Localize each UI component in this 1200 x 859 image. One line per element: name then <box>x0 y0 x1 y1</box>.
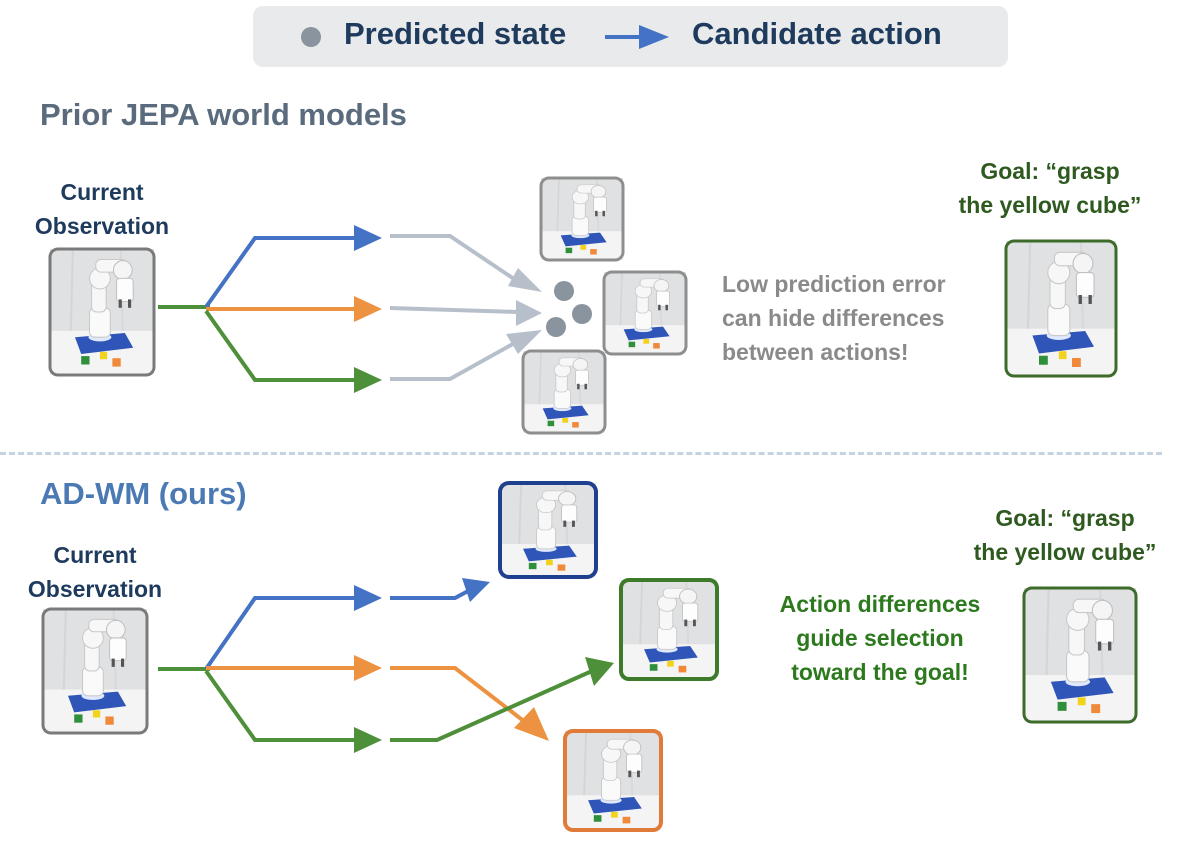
top-blue-action-line <box>204 236 356 309</box>
bottom-orange-outcome-line <box>390 666 527 724</box>
predicted-state-legend-dot <box>301 27 321 47</box>
bottom-blue-outcome-line <box>390 588 471 600</box>
top-gray-arrow-middle <box>389 306 519 314</box>
bottom-action-branches <box>158 585 382 753</box>
top-predicted-state-dot <box>546 317 566 337</box>
bottom-blue-predicted-image <box>498 481 598 579</box>
legend-predicted-state-label: Predicted state <box>344 16 567 51</box>
bottom-current-observation-image <box>41 607 149 735</box>
top-note: Low prediction error can hide difference… <box>722 271 946 365</box>
prior-jepa-title: Prior JEPA world models <box>40 97 407 132</box>
bottom-current-observation-label: Current Observation <box>27 542 163 602</box>
top-gray-arrowhead-lower <box>506 330 542 354</box>
bottom-orange-action-arrowhead <box>354 655 382 681</box>
top-predicted-image-upper <box>539 176 625 262</box>
bottom-note: Action differences guide selection towar… <box>779 591 981 685</box>
ad-wm-title: AD-WM (ours) <box>40 476 247 511</box>
top-green-action-arrowhead <box>354 367 382 393</box>
bottom-blue-outcome-arrowhead <box>462 578 490 602</box>
top-predicted-image-middle <box>602 270 688 356</box>
bottom-blue-action-arrowhead <box>354 585 382 611</box>
bottom-green-action-line <box>204 669 356 742</box>
top-gray-arrow-upper <box>390 234 522 285</box>
legend-candidate-action-label: Candidate action <box>692 16 942 51</box>
bottom-orange-outcome-arrowhead <box>514 707 549 741</box>
top-predicted-state-dot <box>572 304 592 324</box>
top-gray-arrowhead-upper <box>508 268 542 292</box>
bottom-goal-label: Goal: “grasp the yellow cube” <box>973 505 1157 565</box>
top-goal-label: Goal: “grasp the yellow cube” <box>958 158 1142 218</box>
top-orange-action-arrowhead <box>354 296 382 322</box>
bottom-orange-predicted-image <box>563 729 663 832</box>
top-green-action-line <box>204 309 356 382</box>
top-goal-image <box>1004 239 1118 378</box>
bottom-green-action-arrowhead <box>354 727 382 753</box>
bottom-green-outcome-arrowhead <box>585 657 614 686</box>
bottom-green-outcome-line <box>390 669 593 742</box>
candidate-action-legend-arrow <box>605 25 669 49</box>
section-divider <box>0 452 1162 455</box>
top-current-observation-label: Current Observation <box>34 179 170 239</box>
bottom-green-predicted-image <box>619 578 719 681</box>
bottom-blue-action-line <box>204 596 356 671</box>
top-predicted-image-lower <box>521 349 607 435</box>
top-current-observation-image <box>48 247 156 377</box>
top-action-branches <box>158 225 382 393</box>
bottom-outcome-arrows <box>390 578 614 742</box>
top-converging-arrows <box>389 234 542 381</box>
bottom-goal-image <box>1022 586 1138 724</box>
top-predicted-state-dot <box>554 281 574 301</box>
top-blue-action-arrowhead <box>354 225 382 251</box>
top-gray-arrow-lower <box>390 338 521 381</box>
top-gray-arrowhead-middle <box>516 300 542 326</box>
